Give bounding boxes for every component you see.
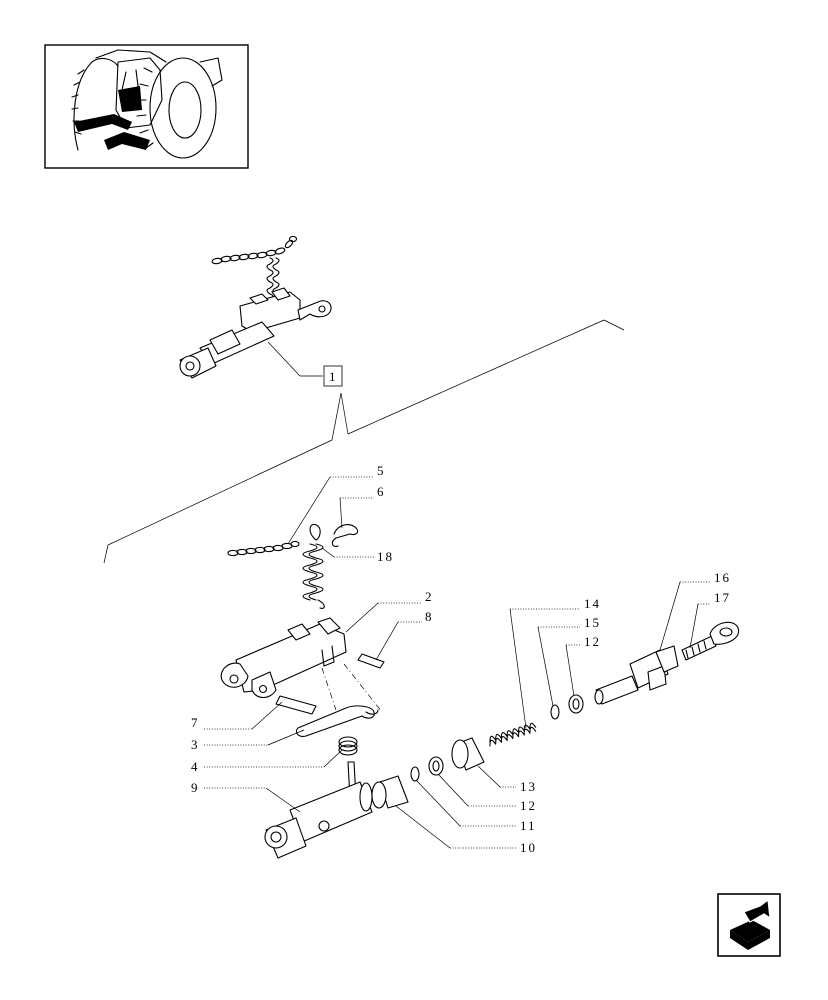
next-page-arrow-icon[interactable]	[717, 893, 781, 957]
part-18-spring[interactable]	[302, 523, 325, 609]
part-13-sleeve[interactable]	[451, 737, 485, 771]
part-15-ring[interactable]	[550, 704, 560, 720]
callout-15: 15	[584, 615, 601, 630]
callout-12-upper: 12	[584, 634, 601, 649]
tractor-thumbnail[interactable]	[44, 44, 249, 169]
part-8-pin[interactable]	[357, 653, 385, 669]
callout-2: 2	[425, 589, 434, 604]
callout-3: 3	[191, 737, 200, 752]
part-12-washer-lower[interactable]	[428, 756, 444, 776]
part-17-eye-bolt[interactable]	[681, 621, 740, 661]
part-6-clip[interactable]	[331, 524, 359, 547]
part-2-bracket[interactable]	[220, 617, 347, 699]
part-16-rod[interactable]	[594, 645, 679, 705]
assembly-label-box: 1	[323, 365, 343, 387]
callout-11: 11	[520, 818, 537, 833]
callout-13: 13	[520, 779, 537, 794]
part-10-bushing[interactable]	[371, 775, 409, 809]
callout-4: 4	[191, 759, 200, 774]
leader-lines	[204, 476, 710, 849]
part-7-pin[interactable]	[275, 695, 317, 715]
callout-9: 9	[191, 780, 200, 795]
part-9-body[interactable]	[264, 761, 373, 859]
part-11-ring[interactable]	[410, 766, 420, 782]
part-5-chain[interactable]	[227, 540, 300, 557]
part-3-lynch-pin[interactable]	[295, 705, 379, 737]
callout-12-lower: 12	[520, 798, 537, 813]
callout-5: 5	[377, 463, 386, 478]
part-12-washer-upper[interactable]	[568, 694, 584, 714]
callout-7: 7	[191, 715, 200, 730]
part-4-ring[interactable]	[338, 736, 358, 756]
callout-17: 17	[714, 590, 731, 605]
callout-16: 16	[714, 570, 731, 585]
callout-14: 14	[584, 596, 601, 611]
assembly-label: 1	[329, 369, 338, 384]
assembled-link	[179, 235, 332, 379]
part-14-spring[interactable]	[488, 722, 537, 747]
exploded-bracket	[103, 319, 625, 564]
callout-labels: 5 6 18 2 8 7 3 4 9 14 15 12 16 17 13 12 …	[191, 463, 731, 855]
callout-10: 10	[520, 840, 537, 855]
installation-lines	[321, 663, 383, 713]
callout-8: 8	[425, 609, 434, 624]
callout-18: 18	[377, 549, 394, 564]
callout-6: 6	[377, 484, 386, 499]
